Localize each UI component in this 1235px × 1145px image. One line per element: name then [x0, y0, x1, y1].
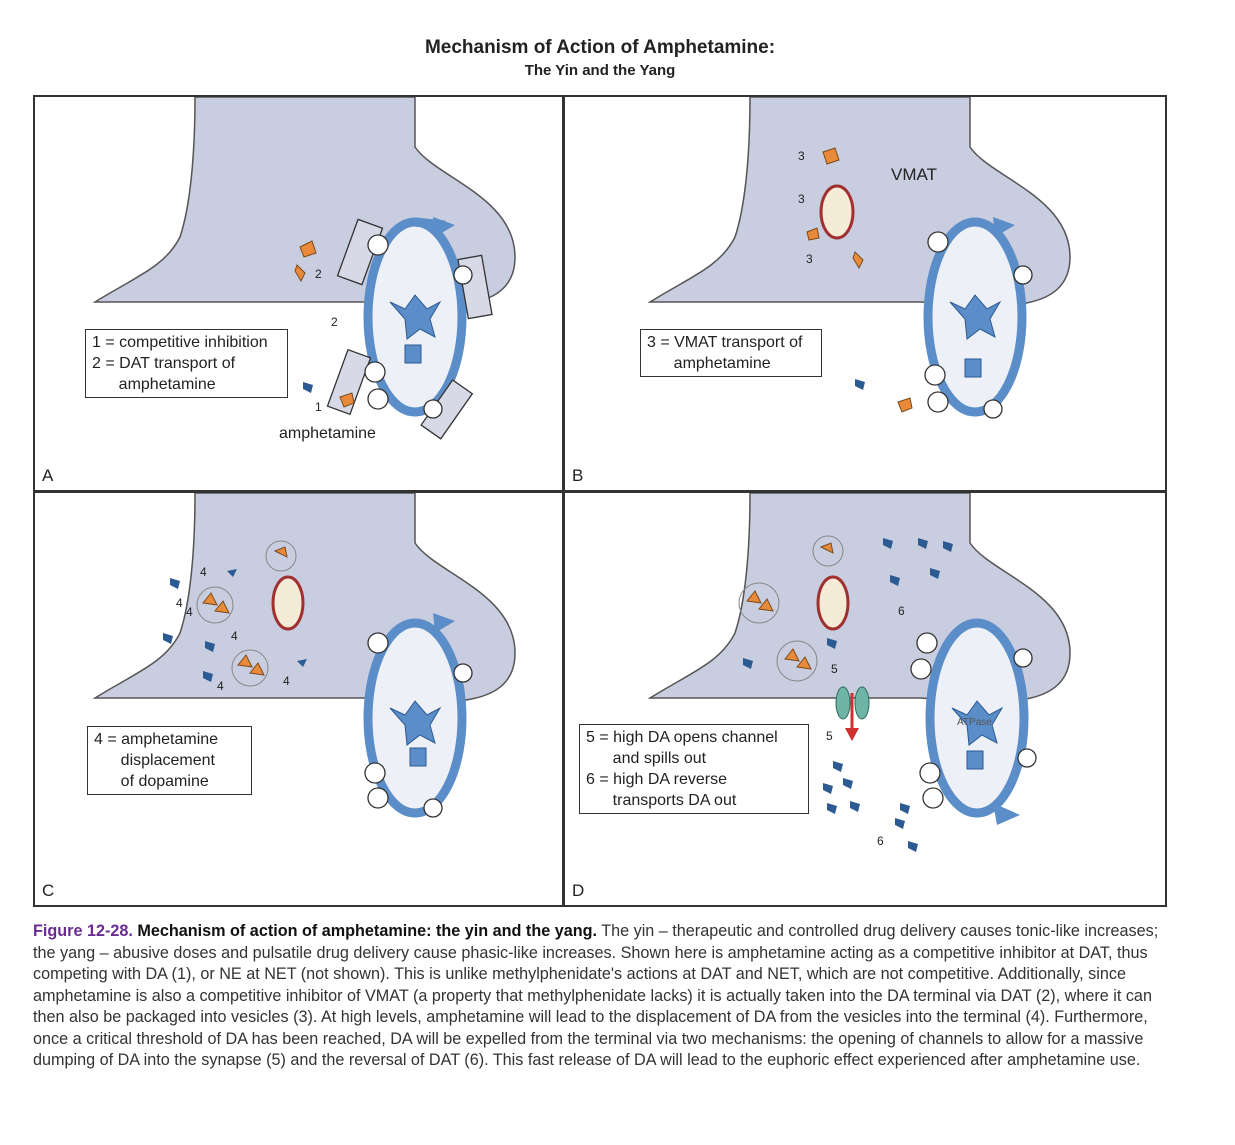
step-3-marker: 3: [798, 149, 805, 163]
step-5-marker-b: 5: [826, 729, 833, 743]
caption-figure-number: Figure 12-28.: [33, 922, 133, 940]
dat-transporters: [326, 218, 493, 440]
dat-transporters: [910, 632, 1037, 809]
dat-transporters: [924, 231, 1033, 419]
step-5-marker: 5: [831, 662, 838, 676]
vmat-label: VMAT: [891, 165, 937, 184]
step-4-marker-e: 4: [217, 679, 224, 693]
step-4-marker: 4: [200, 565, 207, 579]
panel-d-legend: 5 = high DA opens channel and spills out…: [579, 724, 809, 814]
amphetamine-clusters: [738, 535, 844, 682]
displacement-clusters: [196, 540, 297, 687]
dopamine-molecules: [855, 379, 865, 390]
panel-b-illustration: [647, 97, 1071, 419]
synaptic-vesicle: [271, 575, 305, 631]
synaptic-vesicle: [819, 184, 855, 240]
step-1-marker: 1: [315, 400, 322, 414]
panel-b-label: B: [572, 466, 584, 485]
channel: [835, 686, 870, 741]
step-4-marker-f: 4: [283, 674, 290, 688]
transporter-oval: [363, 217, 467, 417]
dopamine-molecules: [743, 538, 953, 852]
dopamine-molecules: [303, 382, 313, 393]
figure-caption: Figure 12-28. Mechanism of action of amp…: [33, 921, 1173, 1072]
dat-transporters: [364, 632, 473, 818]
dopamine-molecules: [163, 569, 307, 682]
atpase-label: ATPase: [957, 717, 992, 728]
panel-a-illustration: [92, 97, 516, 440]
panel-d-illustration: [647, 493, 1071, 852]
step-3-marker-c: 3: [806, 252, 813, 266]
panel-c-legend: 4 = amphetamine displacement of dopamine: [87, 726, 252, 795]
step-2-marker: 2: [315, 267, 322, 281]
panel-a-legend: 1 = competitive inhibition 2 = DAT trans…: [85, 329, 288, 398]
figure-subtitle: The Yin and the Yang: [524, 62, 676, 79]
caption-title: Mechanism of action of amphetamine: the …: [137, 922, 597, 940]
panel-b-legend: 3 = VMAT transport of amphetamine: [640, 329, 822, 377]
transporter-oval: [925, 618, 1029, 825]
step-4-marker-b: 4: [176, 596, 183, 610]
step-2-marker-b: 2: [331, 315, 338, 329]
step-6-marker-b: 6: [877, 834, 884, 848]
step-4-marker-d: 4: [231, 629, 238, 643]
transporter-oval: [923, 217, 1027, 417]
synaptic-vesicle: [816, 575, 850, 631]
panel-d-label: D: [572, 881, 585, 900]
panel-b: VMAT 3 = VMAT transport of amphetamine 3…: [563, 95, 1167, 492]
step-4-marker-c: 4: [186, 605, 193, 619]
step-6-marker: 6: [898, 604, 905, 618]
panel-c-label: C: [42, 881, 55, 900]
step-3-marker-b: 3: [798, 192, 805, 206]
transporter-oval: [363, 613, 467, 818]
amphetamine-label: amphetamine: [279, 425, 376, 442]
panel-a-label: A: [42, 466, 54, 485]
amphetamine-molecules: [806, 147, 913, 413]
panel-a: 1 = competitive inhibition 2 = DAT trans…: [33, 95, 564, 492]
panel-c-illustration: [92, 493, 516, 818]
panel-d: 5 = high DA opens channel and spills out…: [563, 491, 1167, 907]
figure-title: Mechanism of Action of Amphetamine:: [424, 37, 776, 58]
caption-body: The yin – therapeutic and controlled dru…: [33, 922, 1159, 1069]
amphetamine-molecules: [294, 240, 355, 408]
panel-c: 4 = amphetamine displacement of dopamine…: [33, 491, 564, 907]
